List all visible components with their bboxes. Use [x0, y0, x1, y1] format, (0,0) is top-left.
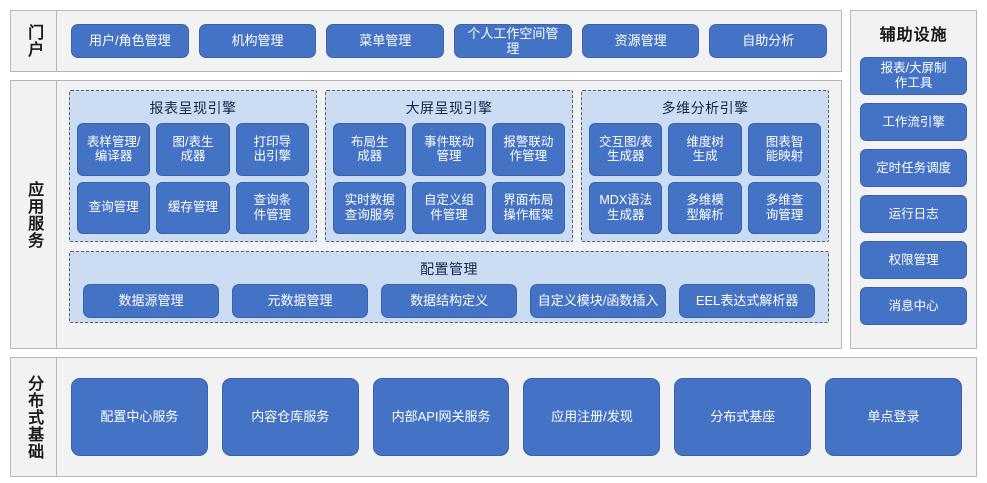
portal-button-row: 用户/角色管理 机构管理 菜单管理 个人工作空间管理 资源管理 自助分析	[57, 11, 841, 71]
aux-item-workflow-engine[interactable]: 工作流引擎	[860, 103, 967, 141]
aux-item-report-bigscreen-tool[interactable]: 报表/大屏制 作工具	[860, 57, 967, 95]
distributed-base-section: 分布式基础 配置中心服务 内容仓库服务 内部API网关服务 应用注册/发现 分布…	[10, 357, 977, 477]
distributed-base-section-label: 分布式基础	[11, 358, 57, 476]
aux-item-runtime-log[interactable]: 运行日志	[860, 195, 967, 233]
report-engine-title: 报表呈现引擎	[149, 100, 237, 116]
multidim-engine-item-smart-mapping[interactable]: 图表智 能映射	[747, 123, 822, 176]
dist-item-sso[interactable]: 单点登录	[825, 378, 962, 456]
top-area: 门户 用户/角色管理 机构管理 菜单管理 个人工作空间管理 资源管理 自助分析 …	[10, 10, 977, 349]
application-services-section: 应用服务 报表呈现引擎 表样管理/ 编译器 图/表生 成器 打印导 出引擎 查询…	[10, 80, 843, 349]
config-management-panel: 配置管理 数据源管理 元数据管理 数据结构定义 自定义模块/函数插入 EEL表达…	[69, 251, 830, 323]
config-item-eel-parser[interactable]: EEL表达式解析器	[679, 284, 816, 318]
config-item-custom-module[interactable]: 自定义模块/函数插入	[530, 284, 667, 318]
distributed-base-row: 配置中心服务 内容仓库服务 内部API网关服务 应用注册/发现 分布式基座 单点…	[57, 358, 976, 476]
aux-item-permission-management[interactable]: 权限管理	[860, 241, 967, 279]
multidim-engine-item-mdx-generator[interactable]: MDX语法 生成器	[589, 181, 663, 234]
portal-section-label: 门户	[11, 11, 57, 71]
report-engine-item-query-management[interactable]: 查询管理	[77, 181, 151, 234]
config-management-row: 数据源管理 元数据管理 数据结构定义 自定义模块/函数插入 EEL表达式解析器	[77, 284, 821, 318]
bigscreen-engine-item-ui-layout-framework[interactable]: 界面布局 操作框架	[491, 181, 566, 234]
aux-facilities-section: 辅助设施 报表/大屏制 作工具 工作流引擎 定时任务调度 运行日志 权限管理 消…	[850, 10, 977, 349]
dist-item-api-gateway[interactable]: 内部API网关服务	[372, 378, 510, 456]
dist-item-content-repository[interactable]: 内容仓库服务	[221, 378, 359, 456]
aux-item-message-center[interactable]: 消息中心	[860, 287, 967, 325]
application-services-section-label: 应用服务	[11, 81, 57, 348]
aux-facilities-title: 辅助设施	[879, 27, 948, 44]
portal-section: 门户 用户/角色管理 机构管理 菜单管理 个人工作空间管理 资源管理 自助分析	[10, 10, 843, 72]
bigscreen-engine-grid: 布局生 成器 事件联动 管理 报警联动 作管理 实时数据 查询服务 自定义组 件…	[333, 123, 566, 234]
portal-item-workspace[interactable]: 个人工作空间管理	[454, 24, 572, 58]
left-column: 门户 用户/角色管理 机构管理 菜单管理 个人工作空间管理 资源管理 自助分析 …	[10, 10, 843, 349]
report-engine-item-cache-management[interactable]: 缓存管理	[156, 181, 230, 234]
bigscreen-engine-item-layout-generator[interactable]: 布局生 成器	[333, 123, 407, 176]
multidim-engine-item-interactive-chart[interactable]: 交互图/表 生成器	[589, 123, 663, 176]
report-engine-item-template-editor[interactable]: 表样管理/ 编译器	[77, 123, 151, 176]
report-engine-item-chart-generator[interactable]: 图/表生 成器	[156, 123, 230, 176]
bigscreen-engine-item-event-linkage[interactable]: 事件联动 管理	[412, 123, 486, 176]
bigscreen-engine-item-alarm-action[interactable]: 报警联动 作管理	[491, 123, 566, 176]
multidim-engine-panel: 多维分析引擎 交互图/表 生成器 维度树 生成 图表智 能映射 MDX语法 生成…	[581, 90, 830, 242]
bigscreen-engine-item-realtime-query[interactable]: 实时数据 查询服务	[333, 181, 407, 234]
report-engine-item-print-export[interactable]: 打印导 出引擎	[235, 123, 310, 176]
config-management-title: 配置管理	[420, 261, 479, 277]
bigscreen-engine-panel: 大屏呈现引擎 布局生 成器 事件联动 管理 报警联动 作管理 实时数据 查询服务…	[325, 90, 574, 242]
portal-item-resource[interactable]: 资源管理	[581, 24, 700, 58]
config-item-data-structure[interactable]: 数据结构定义	[381, 284, 518, 318]
multidim-engine-grid: 交互图/表 生成器 维度树 生成 图表智 能映射 MDX语法 生成器 多维模 型…	[589, 123, 822, 234]
multidim-engine-item-query-management[interactable]: 多维查 询管理	[747, 181, 822, 234]
portal-item-menu[interactable]: 菜单管理	[326, 24, 445, 58]
report-engine-item-query-condition[interactable]: 查询条 件管理	[235, 181, 310, 234]
config-item-datasource[interactable]: 数据源管理	[83, 284, 220, 318]
multidim-engine-title: 多维分析引擎	[661, 100, 749, 116]
portal-item-organization[interactable]: 机构管理	[198, 24, 317, 58]
aux-item-scheduled-task[interactable]: 定时任务调度	[860, 149, 967, 187]
bigscreen-engine-title: 大屏呈现引擎	[405, 100, 493, 116]
multidim-engine-item-model-parsing[interactable]: 多维模 型解析	[668, 181, 742, 234]
dist-item-distributed-base[interactable]: 分布式基座	[674, 378, 812, 456]
dist-item-app-registry[interactable]: 应用注册/发现	[523, 378, 661, 456]
application-services-body: 报表呈现引擎 表样管理/ 编译器 图/表生 成器 打印导 出引擎 查询管理 缓存…	[57, 81, 841, 348]
portal-item-self-service-analysis[interactable]: 自助分析	[709, 24, 828, 58]
engine-panel-row: 报表呈现引擎 表样管理/ 编译器 图/表生 成器 打印导 出引擎 查询管理 缓存…	[69, 90, 830, 242]
config-item-metadata[interactable]: 元数据管理	[232, 284, 369, 318]
bigscreen-engine-item-custom-component[interactable]: 自定义组 件管理	[412, 181, 486, 234]
report-engine-grid: 表样管理/ 编译器 图/表生 成器 打印导 出引擎 查询管理 缓存管理 查询条 …	[77, 123, 310, 234]
dist-item-config-center[interactable]: 配置中心服务	[71, 378, 208, 456]
multidim-engine-item-dimension-tree[interactable]: 维度树 生成	[668, 123, 742, 176]
report-engine-panel: 报表呈现引擎 表样管理/ 编译器 图/表生 成器 打印导 出引擎 查询管理 缓存…	[69, 90, 318, 242]
portal-item-user-role[interactable]: 用户/角色管理	[71, 24, 189, 58]
